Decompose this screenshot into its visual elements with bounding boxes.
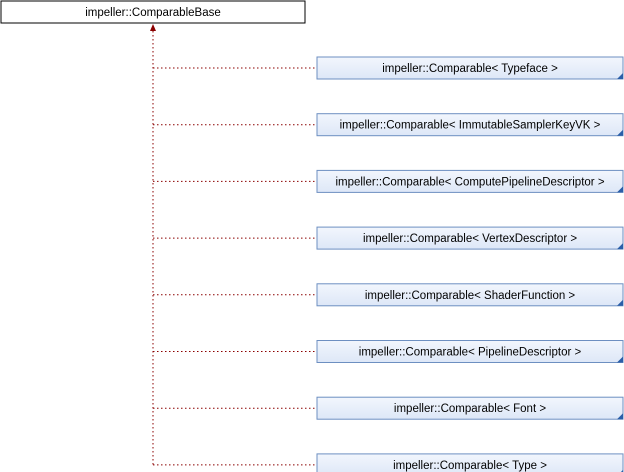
derived-class-box — [316, 226, 624, 250]
derived-class-node[interactable]: impeller::Comparable< ImmutableSamplerKe… — [316, 113, 624, 137]
derived-class-label: impeller::Comparable< Typeface > — [382, 63, 558, 75]
derived-class-label: impeller::Comparable< Type > — [393, 460, 547, 472]
link-corner-icon — [617, 243, 623, 250]
derived-class-node[interactable]: impeller::Comparable< ComputePipelineDes… — [316, 169, 624, 193]
inheritance-arrowhead — [150, 24, 156, 31]
base-class-box — [0, 0, 306, 24]
base-class-label: impeller::ComparableBase — [85, 7, 221, 19]
derived-class-box — [316, 113, 624, 137]
derived-class-label: impeller::Comparable< Font > — [394, 403, 546, 415]
link-corner-icon — [617, 356, 623, 363]
derived-class-box — [316, 169, 624, 193]
derived-class-node[interactable]: impeller::Comparable< Typeface > — [316, 56, 624, 80]
derived-class-box — [316, 453, 624, 472]
derived-class-node[interactable]: impeller::Comparable< Font > — [316, 396, 624, 420]
link-corner-icon — [617, 413, 623, 420]
derived-class-node[interactable]: impeller::Comparable< ShaderFunction > — [316, 283, 624, 307]
derived-class-node[interactable]: impeller::Comparable< VertexDescriptor > — [316, 226, 624, 250]
base-class-node[interactable]: impeller::ComparableBase — [0, 0, 306, 24]
link-corner-icon — [617, 129, 623, 136]
derived-class-label: impeller::Comparable< VertexDescriptor > — [363, 233, 577, 245]
derived-class-box — [316, 340, 624, 363]
derived-class-box — [316, 396, 624, 420]
link-corner-icon — [617, 186, 623, 193]
link-corner-icon — [617, 73, 623, 79]
link-corner-icon — [617, 299, 623, 306]
derived-class-node[interactable]: impeller::Comparable< Type > — [316, 453, 624, 472]
derived-class-label: impeller::Comparable< ImmutableSamplerKe… — [340, 120, 601, 132]
derived-class-nodes: impeller::Comparable< Typeface >impeller… — [316, 56, 624, 472]
derived-class-label: impeller::Comparable< PipelineDescriptor… — [359, 347, 582, 359]
derived-class-label: impeller::Comparable< ShaderFunction > — [365, 290, 576, 302]
derived-class-node[interactable]: impeller::Comparable< PipelineDescriptor… — [316, 340, 624, 363]
derived-class-box — [316, 56, 624, 80]
derived-class-box — [316, 283, 624, 307]
link-corner-icon — [620, 469, 623, 472]
inheritance-edges — [152, 31, 317, 466]
derived-class-label: impeller::Comparable< ComputePipelineDes… — [335, 176, 604, 188]
